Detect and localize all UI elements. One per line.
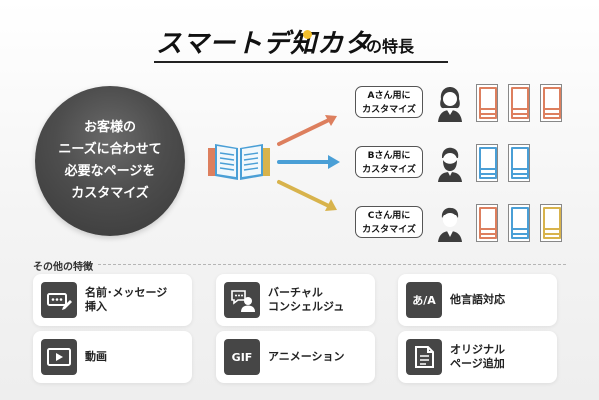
customer-a-label: Aさん用に カスタマイズ (355, 86, 423, 118)
arrows (277, 115, 340, 211)
customer-b-label: Bさん用に カスタマイズ (355, 146, 423, 178)
gif-icon-text: GIF (231, 350, 253, 364)
arrow-b-head (328, 155, 340, 169)
page-title-suffix: の特長 (366, 37, 415, 56)
title-underline (154, 61, 448, 63)
customer-c-page-2 (508, 204, 530, 242)
virtual-concierge-icon (224, 282, 260, 318)
customer-a-page-3 (540, 84, 562, 122)
gif-icon: GIF (224, 339, 260, 375)
hero-circle: お客様の ニーズに合わせて 必要なページを カスタマイズ (35, 86, 185, 236)
bearded-man-avatar-icon (438, 147, 462, 182)
feature-card-virtual-concierge: バーチャル コンシェルジュ (216, 274, 375, 326)
section-divider (98, 264, 566, 265)
feature-card-animation: GIF アニメーション (216, 331, 375, 383)
customer-b-page-2 (508, 144, 530, 182)
feature-label: バーチャル コンシェルジュ (268, 286, 345, 313)
page-title: スマートデ知カタ (156, 29, 372, 59)
arrow-c-head (325, 199, 337, 211)
language-icon-text: あ/A (412, 294, 436, 307)
customer-a-page-1 (476, 84, 498, 122)
language-icon: あ/A (406, 282, 442, 318)
woman-avatar-icon (438, 87, 462, 122)
customer-b-page-1 (476, 144, 498, 182)
customer-c-label: Cさん用に カスタマイズ (355, 206, 423, 238)
feature-label: 他言語対応 (450, 293, 505, 306)
add-page-icon (406, 339, 442, 375)
message-edit-icon (41, 282, 77, 318)
arrow-a-head (325, 115, 337, 126)
brand-dot-icon (303, 30, 312, 39)
arrow-a (277, 116, 335, 146)
book-icon (208, 144, 270, 180)
feature-card-language: あ/A 他言語対応 (398, 274, 557, 326)
feature-label: オリジナル ページ追加 (450, 343, 505, 370)
customer-c-page-1 (476, 204, 498, 242)
arrow-c (277, 180, 335, 210)
customer-a-page-2 (508, 84, 530, 122)
feature-label: 名前･メッセージ 挿入 (85, 286, 168, 313)
feature-label: 動画 (85, 350, 107, 363)
feature-card-message-insert: 名前･メッセージ 挿入 (33, 274, 192, 326)
man-avatar-icon (438, 207, 462, 242)
feature-card-video: 動画 (33, 331, 192, 383)
title-area: スマートデ知カタ の特長 (0, 0, 599, 70)
other-features-title: その他の特徴 (33, 262, 93, 273)
customer-c-page-3 (540, 204, 562, 242)
hero-circle-text: お客様の ニーズに合わせて 必要なページを カスタマイズ (58, 120, 162, 201)
feature-label: アニメーション (268, 350, 345, 363)
video-icon (41, 339, 77, 375)
feature-card-original-page: オリジナル ページ追加 (398, 331, 557, 383)
